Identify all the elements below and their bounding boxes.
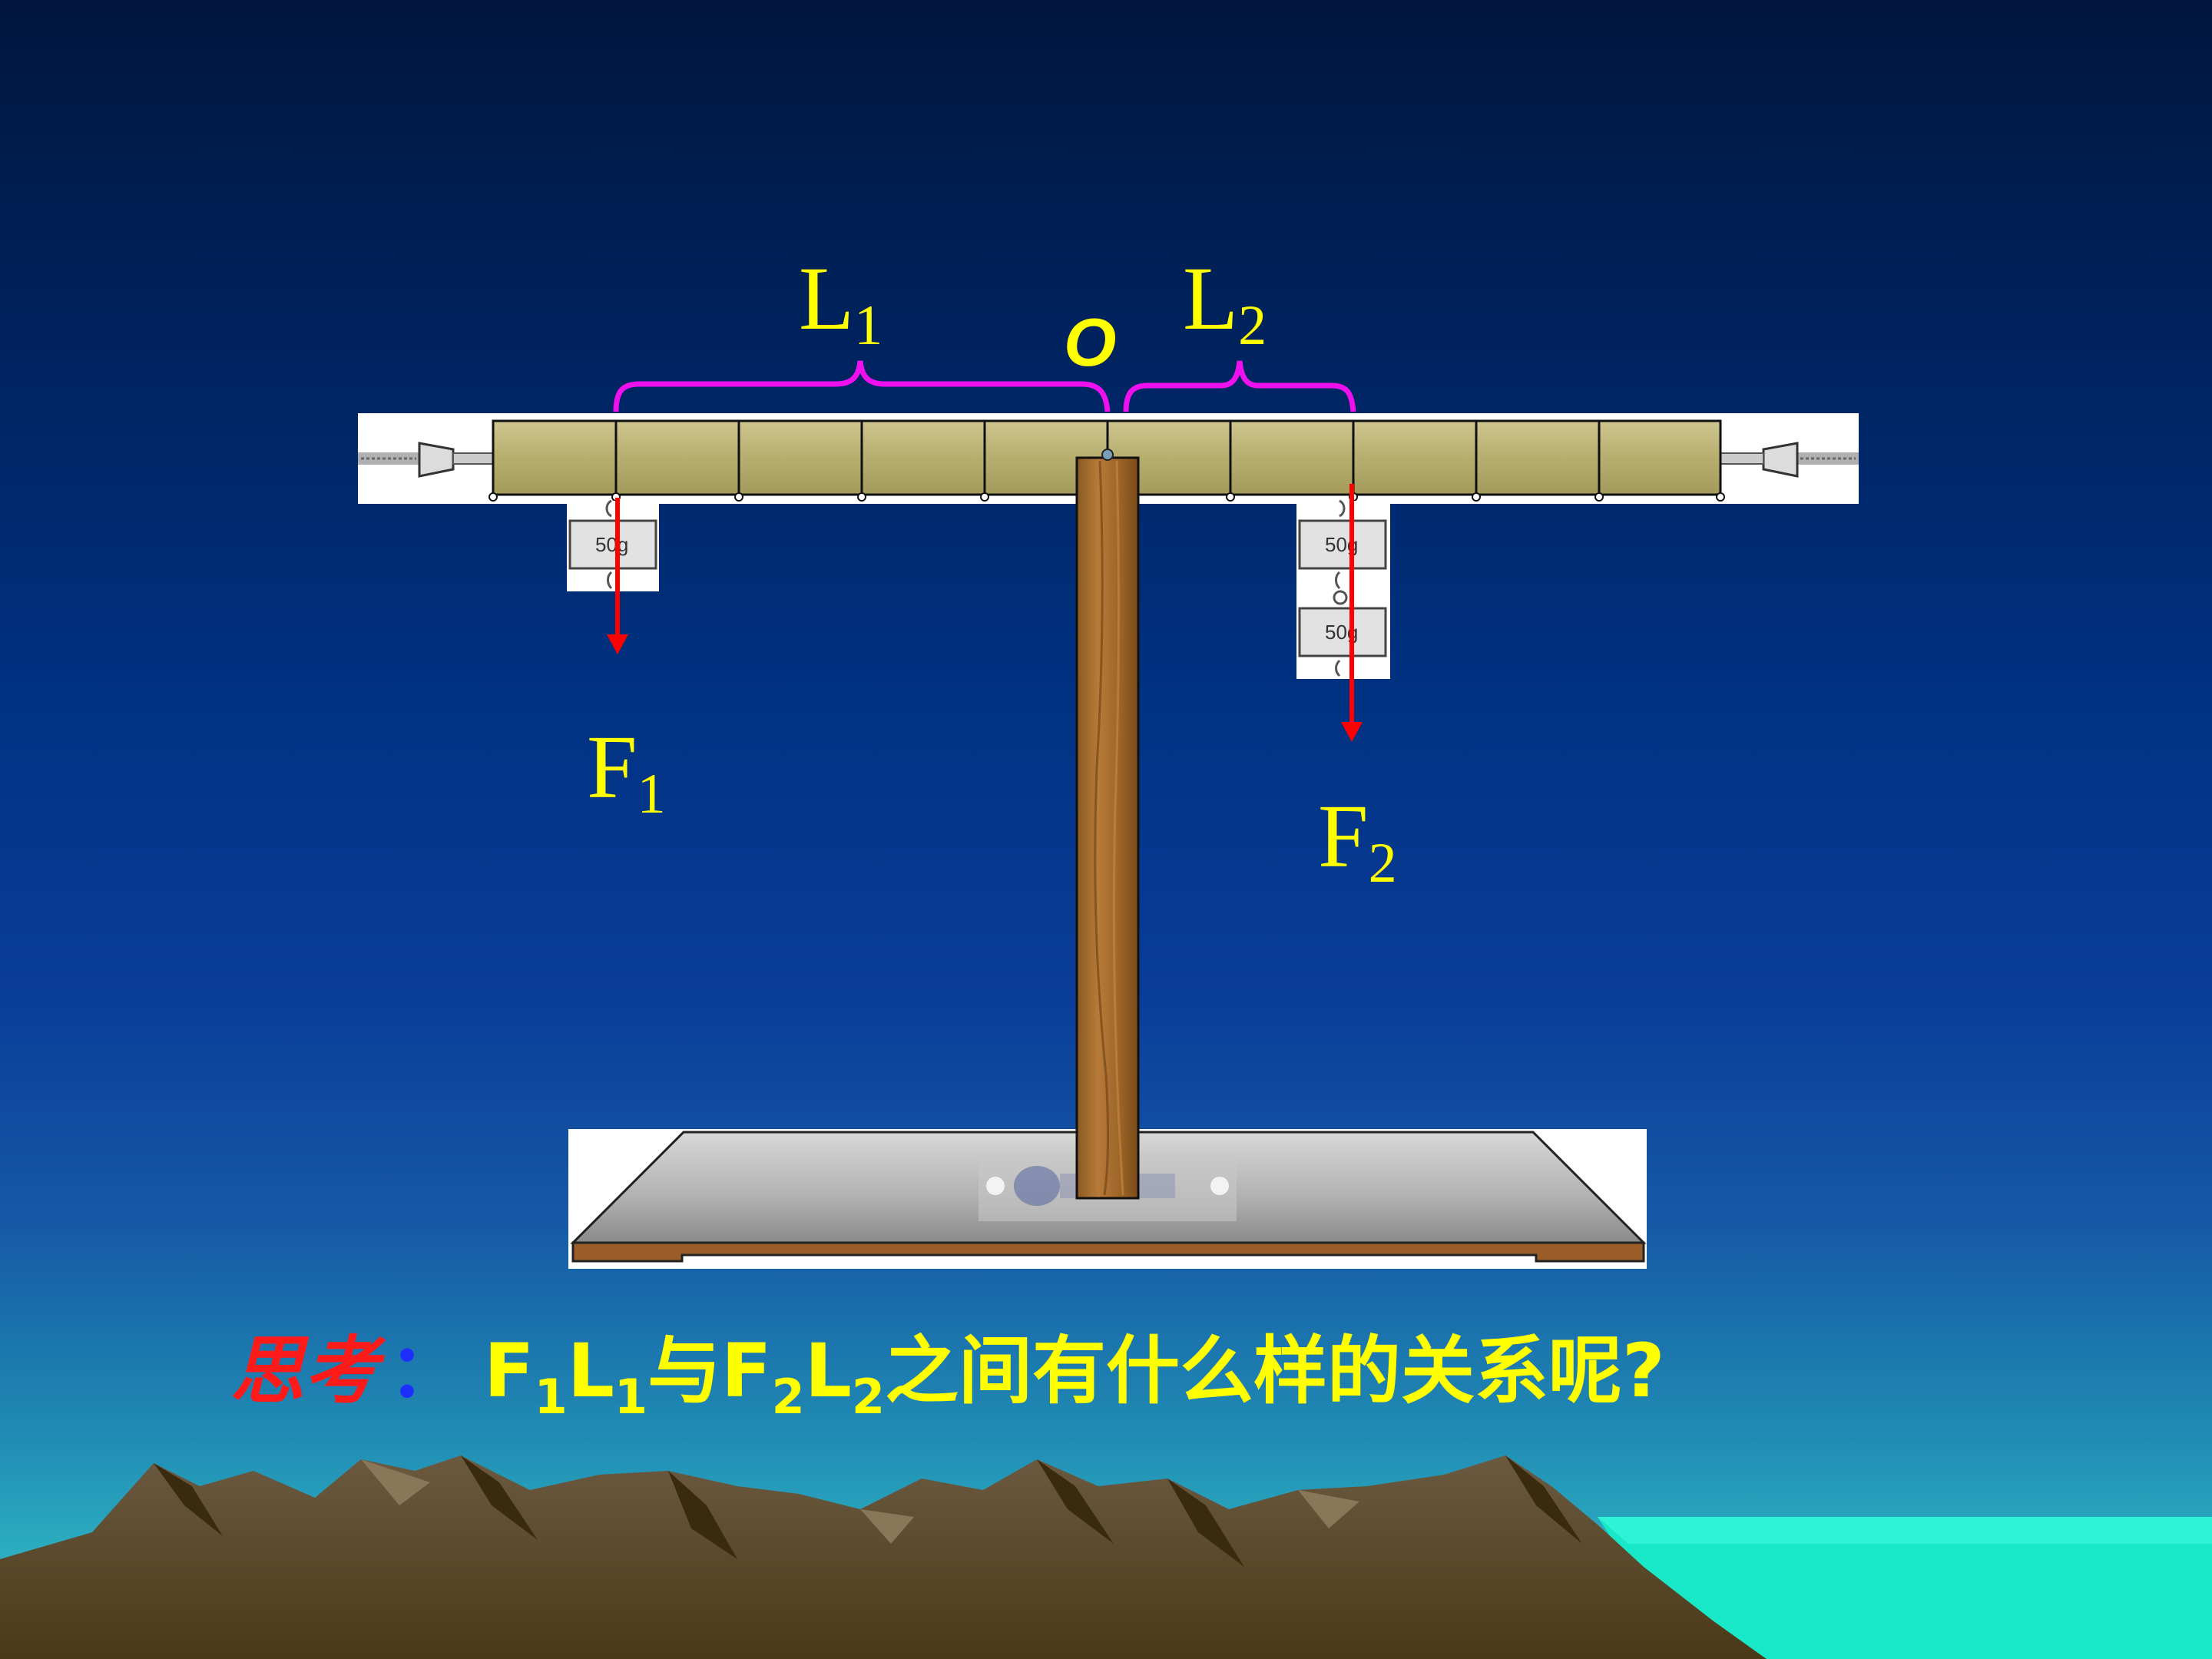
label-L2: L2 bbox=[1183, 248, 1267, 357]
force-arrow-F1 bbox=[607, 498, 628, 654]
force-arrow-F2 bbox=[1341, 484, 1363, 742]
question-colon: ： bbox=[389, 1328, 462, 1414]
mountain-range bbox=[0, 1455, 1767, 1659]
pivot-point bbox=[1101, 449, 1114, 461]
mountain-shadow bbox=[154, 1455, 1582, 1567]
question-part: 与F2 bbox=[647, 1328, 805, 1425]
support-post bbox=[1075, 456, 1140, 1200]
question-text: 思考： F1L1与F2L2之间有什么样的关系呢? bbox=[230, 1325, 1665, 1425]
right-balance-nut bbox=[1720, 442, 1859, 478]
question-part: L2 bbox=[804, 1328, 886, 1425]
brace-L1 bbox=[613, 360, 1111, 412]
brace-L2 bbox=[1123, 360, 1356, 412]
question-part: L1 bbox=[567, 1328, 648, 1425]
fulcrum-label-O: O bbox=[1064, 304, 1117, 380]
question-part: 之间有什么样的关系呢? bbox=[885, 1328, 1665, 1414]
label-F2: F2 bbox=[1318, 786, 1397, 895]
weight-label: 50g bbox=[595, 533, 628, 556]
left-balance-nut bbox=[358, 442, 494, 478]
label-F1: F1 bbox=[587, 717, 666, 826]
right-weight-stack: 50g 50g bbox=[1296, 499, 1390, 679]
left-weight-stack: 50g bbox=[567, 499, 659, 591]
sea-highlight bbox=[1598, 1517, 2212, 1544]
think-prefix: 思考 bbox=[230, 1327, 378, 1414]
question-part: F1 bbox=[484, 1328, 568, 1425]
sea bbox=[1598, 1517, 2212, 1659]
label-L1: L1 bbox=[799, 248, 883, 357]
